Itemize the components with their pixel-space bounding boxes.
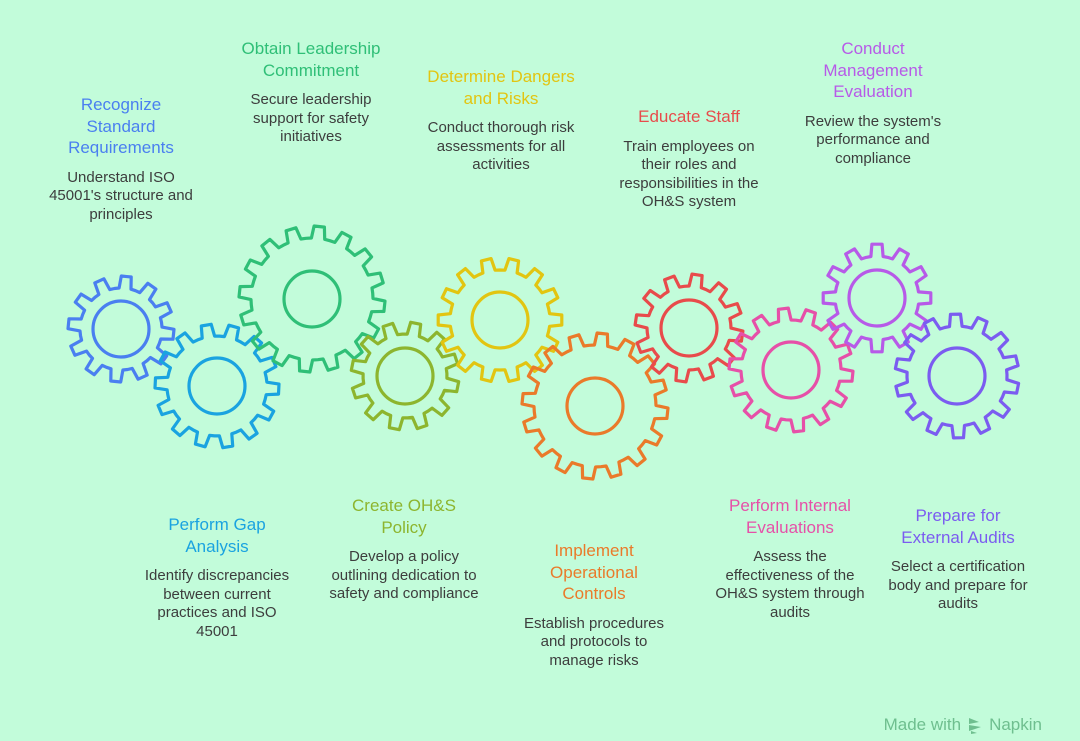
step-title: Recognize Standard Requirements [68, 95, 174, 157]
gear-hole [282, 269, 342, 329]
gear-icon [436, 257, 564, 383]
step-title: Perform Gap Analysis [168, 515, 266, 556]
step-title: Conduct Management Evaluation [823, 39, 923, 101]
gear-hole [187, 356, 247, 416]
gear-hole [847, 268, 907, 328]
step-description: Review the system's performance and comp… [804, 112, 942, 167]
step-gap-analysis: Perform Gap Analysis Identify discrepanc… [142, 514, 292, 641]
gear-icon [349, 320, 461, 432]
gear-icon [153, 322, 281, 450]
step-description: Identify discrepancies between current p… [144, 567, 290, 640]
step-description: Secure leadership support for safety ini… [250, 91, 372, 145]
step-description: Assess the effectiveness of the OH&S sys… [715, 548, 865, 621]
gear-icon [237, 224, 387, 374]
gear-hole [659, 298, 719, 358]
step-title: Implement Operational Controls [550, 541, 638, 603]
step-title: Determine Dangers and Risks [427, 67, 575, 108]
step-title: Educate Staff [638, 107, 740, 126]
step-internal-evaluations: Perform Internal Evaluations Assess the … [715, 495, 865, 622]
step-description: Conduct thorough risk assessments for al… [427, 119, 575, 173]
gear-icon [893, 312, 1021, 440]
step-description: Develop a policy outlining dedication to… [329, 548, 479, 602]
gear-hole [375, 346, 435, 406]
gear-hole [927, 346, 987, 406]
gear-hole [91, 299, 151, 359]
step-leadership-commitment: Obtain Leadership Commitment Secure lead… [236, 38, 386, 147]
step-description: Train employees on their roles and respo… [619, 137, 759, 211]
napkin-watermark[interactable]: Made with Napkin [884, 715, 1042, 735]
step-recognize-requirements: Recognize Standard Requirements Understa… [46, 94, 196, 224]
gear-icon [520, 331, 670, 481]
gear-hole [565, 376, 625, 436]
step-determine-risks: Determine Dangers and Risks Conduct thor… [426, 66, 576, 175]
watermark-label: Made with [883, 715, 962, 734]
gear-icon [727, 306, 855, 434]
step-title: Create OH&S Policy [352, 496, 456, 537]
step-title: Perform Internal Evaluations [729, 496, 851, 537]
step-operational-controls: Implement Operational Controls Establish… [519, 540, 669, 670]
gear-icon [66, 274, 176, 384]
step-description: Select a certification body and prepare … [888, 558, 1028, 612]
step-create-policy: Create OH&S Policy Develop a policy outl… [329, 495, 479, 604]
gear-hole [761, 340, 821, 400]
step-title: Prepare for External Audits [901, 506, 1015, 547]
step-management-evaluation: Conduct Management Evaluation Review the… [803, 38, 943, 168]
step-title: Obtain Leadership Commitment [241, 39, 381, 80]
gear-hole [470, 290, 530, 350]
gear-icon [821, 242, 933, 354]
watermark-brand: Napkin [989, 715, 1042, 734]
napkin-logo-icon [969, 718, 982, 734]
step-description: Understand ISO 45001's structure and pri… [49, 168, 193, 223]
step-educate-staff: Educate Staff Train employees on their r… [609, 106, 769, 212]
gear-icon [633, 272, 745, 384]
step-external-audits: Prepare for External Audits Select a cer… [888, 505, 1028, 614]
step-description: Establish procedures and protocols to ma… [523, 614, 665, 669]
